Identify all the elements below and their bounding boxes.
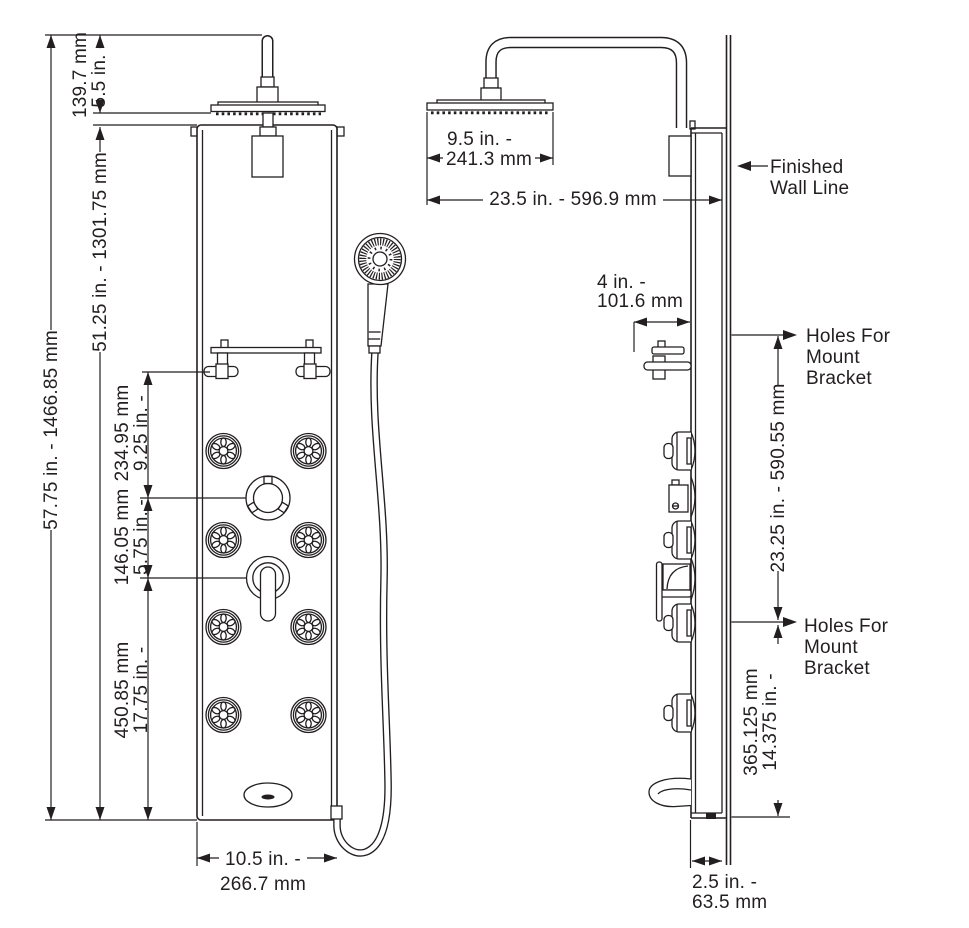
dim-shelf-depth-label-2: 101.6 mm xyxy=(597,291,683,312)
svg-text:Holes For: Holes For xyxy=(804,616,889,637)
dim-shelf-to-diverter-label-1: 9.25 in. - xyxy=(131,395,152,471)
dim-head-height-label-2: 139.7 mm xyxy=(70,32,91,118)
diverter-knob-side xyxy=(668,476,696,518)
front-view: 57.75 in. - 1466.85 mm 51.25 in. - 1301.… xyxy=(40,32,407,895)
body-jet xyxy=(290,521,327,559)
hose-connector xyxy=(330,805,343,820)
inlet-housing-front xyxy=(251,112,284,178)
shelf-bar-front xyxy=(203,339,331,380)
body-jet xyxy=(205,432,242,470)
dim-head-height-label-1: 5.5 in. - xyxy=(89,42,110,107)
mount-bracket-label-bottom: Holes For Mount Bracket xyxy=(804,616,889,679)
inlet-housing-side xyxy=(668,135,692,177)
svg-text:Bracket: Bracket xyxy=(804,658,870,679)
svg-text:Bracket: Bracket xyxy=(806,368,872,389)
svg-text:Mount: Mount xyxy=(804,637,858,658)
dim-panel-height-label: 51.25 in. - 1301.75 mm xyxy=(90,152,111,352)
lever-handle xyxy=(245,555,291,622)
dim-panel-width-label-2: 266.7 mm xyxy=(220,874,306,895)
diverter-knob xyxy=(245,475,291,521)
dim-head-diameter-label-1: 9.5 in. - xyxy=(447,129,512,150)
body-jet xyxy=(290,696,327,734)
tub-spout-front xyxy=(243,782,293,808)
dim-head-diameter-label-2: 241.3 mm xyxy=(446,149,532,170)
finished-wall-label-1: Finished xyxy=(770,157,843,178)
shower-arm-side xyxy=(480,36,688,128)
dim-shelf-depth-label-1: 4 in. - xyxy=(597,272,646,293)
rain-shower-head-front xyxy=(210,101,326,116)
shower-panel-body xyxy=(190,124,345,821)
hand-shower-head xyxy=(353,232,407,286)
shelf-bar-side xyxy=(643,340,692,380)
svg-text:Holes For: Holes For xyxy=(806,326,891,347)
lever-handle-side xyxy=(655,557,696,622)
dim-diverter-to-lever-label-1: 5.75 in. - xyxy=(131,499,152,575)
body-jet xyxy=(290,432,327,470)
dim-head-to-wall-label: 23.5 in. - 596.9 mm xyxy=(489,189,657,210)
dim-panel-depth-label-2: 63.5 mm xyxy=(692,892,767,913)
body-jet xyxy=(205,696,242,734)
body-jet xyxy=(205,521,242,559)
body-jet xyxy=(205,608,242,646)
dim-bracket-to-bottom-label-1: 14.375 in. - xyxy=(760,673,781,770)
dim-panel-width-label-1: 10.5 in. - xyxy=(225,849,301,870)
side-arrowheads xyxy=(427,153,797,866)
hand-shower xyxy=(330,232,407,857)
side-controls xyxy=(648,431,696,808)
svg-text:Mount: Mount xyxy=(806,347,860,368)
body-jet xyxy=(290,608,327,646)
finished-wall-label-2: Wall Line xyxy=(770,178,849,199)
dim-panel-depth-label-1: 2.5 in. - xyxy=(692,872,757,893)
front-arrowheads xyxy=(46,35,337,863)
dim-shelf-to-diverter-label-2: 234.95 mm xyxy=(112,385,133,482)
rain-shower-head-side xyxy=(426,99,554,115)
tub-spout-side xyxy=(648,777,692,808)
dim-overall-height-label: 57.75 in. - 1466.85 mm xyxy=(41,330,62,530)
dim-lever-to-bottom-label-1: 17.75 in. - xyxy=(131,647,152,734)
dim-bracket-spacing-label: 23.25 in. - 590.55 mm xyxy=(768,383,789,572)
dim-bracket-to-bottom-label-2: 365.125 mm xyxy=(741,668,762,776)
dim-lever-to-bottom-label-2: 450.85 mm xyxy=(112,642,133,739)
mount-bracket-label-top: Holes For Mount Bracket xyxy=(806,326,891,389)
side-view: 9.5 in. - 241.3 mm 23.5 in. - 596.9 mm 4… xyxy=(426,35,891,913)
finished-wall-line xyxy=(725,35,732,865)
dim-diverter-to-lever-label-2: 146.05 mm xyxy=(112,489,133,586)
